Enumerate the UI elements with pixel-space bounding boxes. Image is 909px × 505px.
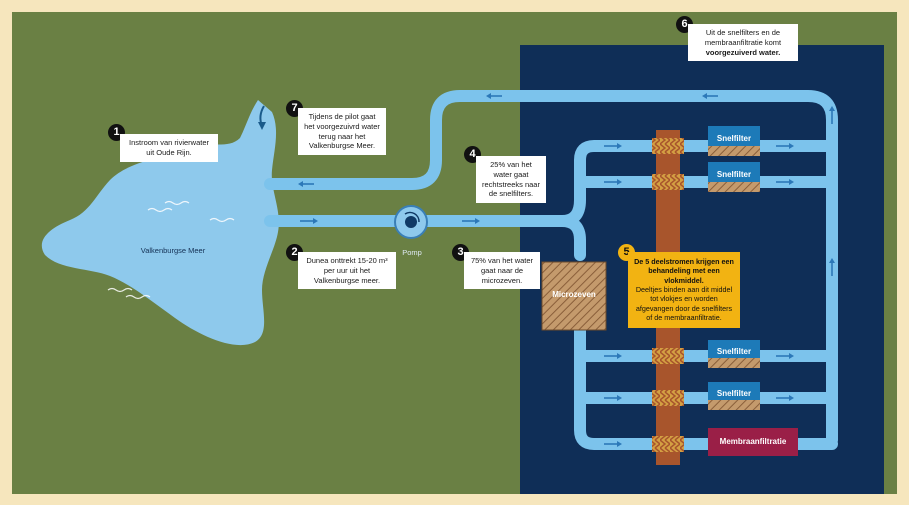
step-2-callout: Dunea onttrekt 15-20 m³ per uur uit het … xyxy=(298,252,396,290)
dosing-points xyxy=(652,138,684,452)
snelfilter-label-3: Snelfilter xyxy=(716,347,752,356)
step-3-callout: 75% van het water gaat naar de microzeve… xyxy=(464,252,540,290)
snelfilter-label-4: Snelfilter xyxy=(716,389,752,398)
inflow-arrowhead xyxy=(258,122,266,130)
snelfilter-label-1: Snelfilter xyxy=(716,134,752,143)
microzeven-label: Microzeven xyxy=(552,290,596,299)
lake-waves xyxy=(107,200,235,300)
step-6-text: Uit de snelfilters en de membraanfiltrat… xyxy=(704,28,782,47)
step-6-callout: Uit de snelfilters en de membraanfiltrat… xyxy=(688,24,798,62)
pump-swirl xyxy=(404,211,420,223)
lake-name: Valkenburgse Meer xyxy=(140,246,206,255)
snelfilter-label-2: Snelfilter xyxy=(716,170,752,179)
step-5-title: De 5 deelstromen krijgen een behandeling… xyxy=(634,257,734,285)
snelfilter-units xyxy=(708,126,760,410)
step-6-highlight: voorgezuiverd water. xyxy=(705,47,781,57)
step-4-callout: 25% van het water gaat rechtstreeks naar… xyxy=(476,156,546,203)
flow-arrows xyxy=(298,93,835,447)
membrane-label: Membraanfiltratie xyxy=(719,437,787,446)
step-1-callout: Instroom van rivierwater uit Oude Rijn. xyxy=(120,134,218,162)
membrane-unit xyxy=(708,428,798,456)
step-5-callout: De 5 deelstromen krijgen een behandeling… xyxy=(628,252,740,328)
microzeven-unit xyxy=(541,261,607,331)
step-5-text: Deeltjes binden aan dit middel tot vlokj… xyxy=(635,285,733,323)
lake-shape xyxy=(41,100,279,346)
pump-core xyxy=(405,216,417,228)
step-7-callout: Tijdens de pilot gaat het voorgezuivrd w… xyxy=(298,108,386,155)
pump-label: Pomp xyxy=(402,248,422,257)
